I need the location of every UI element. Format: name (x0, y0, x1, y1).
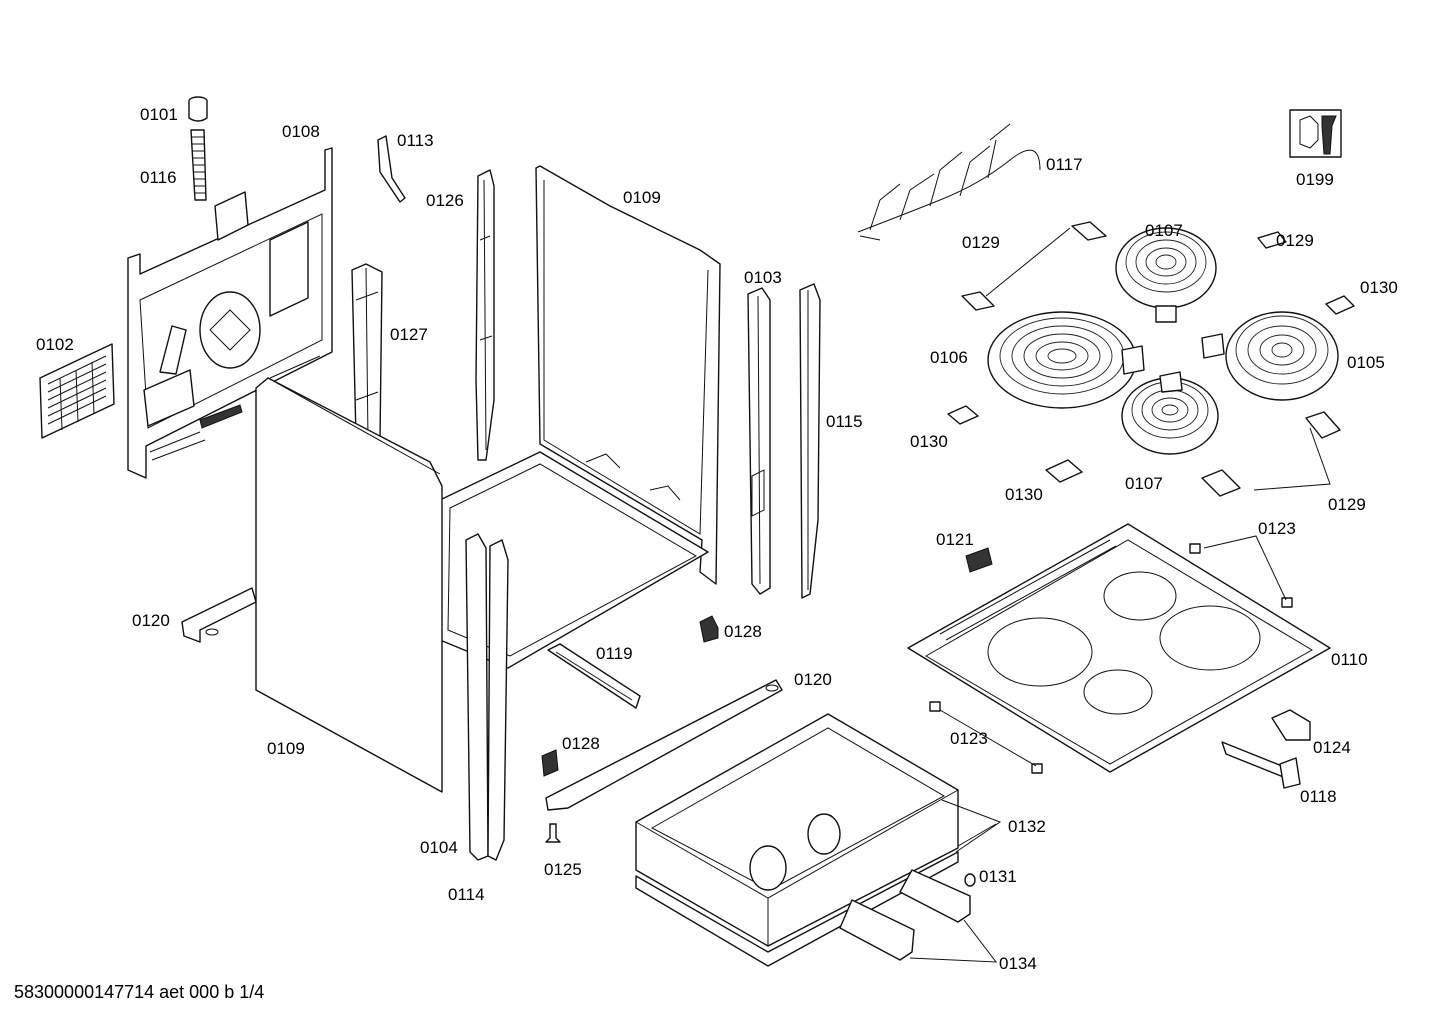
leader-lines (909, 227, 1331, 963)
label-0119: 0119 (596, 644, 633, 663)
label-0129-c: 0129 (1328, 495, 1366, 514)
part-0105-heater (1201, 311, 1339, 401)
part-0104-post (465, 533, 489, 861)
part-labels: 0101 0116 0108 0113 0126 0109 0117 0199 … (36, 105, 1398, 973)
part-0134-feet (839, 869, 971, 961)
part-0126-rail (475, 169, 495, 461)
part-0118-sensor (1221, 741, 1301, 789)
label-0101: 0101 (140, 105, 178, 124)
label-0106: 0106 (930, 348, 968, 367)
label-0128-b: 0128 (562, 734, 600, 753)
label-0110: 0110 (1331, 650, 1368, 669)
part-0106-heater (987, 311, 1145, 409)
part-0128-clip-upper (699, 615, 719, 643)
part-0101-cap (188, 96, 208, 122)
part-0120-rail-right (545, 679, 783, 811)
part-0119-rail (547, 643, 641, 709)
label-0121: 0121 (936, 530, 974, 549)
label-0105: 0105 (1347, 353, 1385, 372)
label-0109-top: 0109 (623, 188, 661, 207)
part-0123-clips-bottom (929, 701, 1043, 774)
label-0113: 0113 (397, 131, 434, 150)
part-0102-grille (39, 343, 115, 439)
part-0131-grommet (964, 873, 976, 887)
part-0132-lower-frame (635, 851, 959, 967)
part-0115-strip (799, 283, 821, 599)
label-0199: 0199 (1296, 170, 1334, 189)
label-0120-left: 0120 (132, 611, 170, 630)
part-0109-side-panel (255, 377, 443, 793)
label-0124: 0124 (1313, 738, 1351, 757)
label-0115: 0115 (826, 412, 863, 431)
label-0130-c: 0130 (1005, 485, 1043, 504)
label-0130-a: 0130 (1360, 278, 1398, 297)
part-0107-heater-bottom (1121, 371, 1219, 455)
label-0109-bottom: 0109 (267, 739, 305, 758)
label-0123-a: 0123 (1258, 519, 1296, 538)
part-0124-holder (1271, 709, 1311, 741)
part-0109-frame-rear (535, 165, 721, 585)
label-0128-a: 0128 (724, 622, 762, 641)
label-0114: 0114 (448, 885, 485, 904)
label-0120-right: 0120 (794, 670, 832, 689)
part-0128-clip-lower (541, 749, 559, 777)
label-0117: 0117 (1046, 155, 1083, 174)
part-0130-clip-b (947, 405, 979, 425)
label-0116: 0116 (140, 168, 177, 187)
part-0116-hose (190, 129, 207, 201)
part-0125-foot (545, 823, 561, 843)
label-0108: 0108 (282, 122, 320, 141)
label-0129-a: 0129 (962, 233, 1000, 252)
label-0126: 0126 (426, 191, 464, 210)
label-0107-top: 0107 (1145, 221, 1183, 240)
label-0103: 0103 (744, 268, 782, 287)
part-0127-rail (351, 263, 383, 447)
document-code: 58300000147714 aet 000 b 1/4 (14, 982, 264, 1002)
part-0129-clip-a (961, 221, 1107, 311)
label-0107-bottom: 0107 (1125, 474, 1163, 493)
part-0129-clip-c (1201, 411, 1341, 497)
part-0130-clip-c (1045, 459, 1083, 483)
part-0110-cooktop (907, 523, 1331, 773)
part-0113-bracket (377, 135, 406, 203)
label-0130-b: 0130 (910, 432, 948, 451)
part-0130-clip-a (1325, 295, 1355, 315)
label-0129-b: 0129 (1276, 231, 1314, 250)
label-0102: 0102 (36, 335, 74, 354)
label-0132: 0132 (1008, 817, 1046, 836)
part-0120-rail-left (181, 587, 257, 643)
label-0127: 0127 (390, 325, 428, 344)
label-0134: 0134 (999, 954, 1037, 973)
label-0118: 0118 (1300, 787, 1337, 806)
part-0123-clips-top (1189, 543, 1293, 608)
part-0107-heater-top (1115, 227, 1217, 323)
label-0125: 0125 (544, 860, 582, 879)
part-0103-strip (747, 287, 771, 595)
label-0104: 0104 (420, 838, 458, 857)
label-0131: 0131 (979, 867, 1017, 886)
part-0121-switch (965, 547, 993, 573)
part-0114-post (487, 539, 509, 861)
part-0129-clip-b (1257, 231, 1287, 249)
wrench-icon (1289, 109, 1342, 158)
part-0117-wiring-harness (857, 123, 1041, 241)
part-0108-back-panel (127, 147, 333, 479)
label-0123-b: 0123 (950, 729, 988, 748)
part-0132-base-frame (635, 713, 959, 947)
